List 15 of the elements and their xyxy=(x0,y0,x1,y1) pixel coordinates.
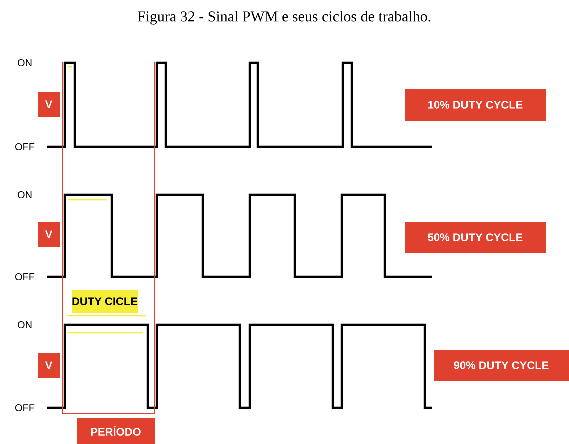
level-label: OFF xyxy=(15,143,35,151)
label-tag: V xyxy=(38,92,60,117)
label-tag: 90% DUTY CYCLE xyxy=(434,350,569,381)
label-tag: PERÍODO xyxy=(77,418,155,444)
highlight-tag: DUTY CICLE xyxy=(72,290,138,313)
level-label: OFF xyxy=(15,404,35,412)
label-tag: V xyxy=(38,353,60,378)
diagram-title: Figura 32 - Sinal PWM e seus ciclos de trabalho. xyxy=(138,11,431,25)
label-tag: 50% DUTY CYCLE xyxy=(405,222,546,253)
level-label: ON xyxy=(18,59,32,67)
level-label: OFF xyxy=(15,273,35,281)
level-label: ON xyxy=(18,191,32,199)
label-tag: V xyxy=(38,222,60,247)
label-tag: 10% DUTY CYCLE xyxy=(405,89,546,121)
level-label: ON xyxy=(18,321,32,329)
